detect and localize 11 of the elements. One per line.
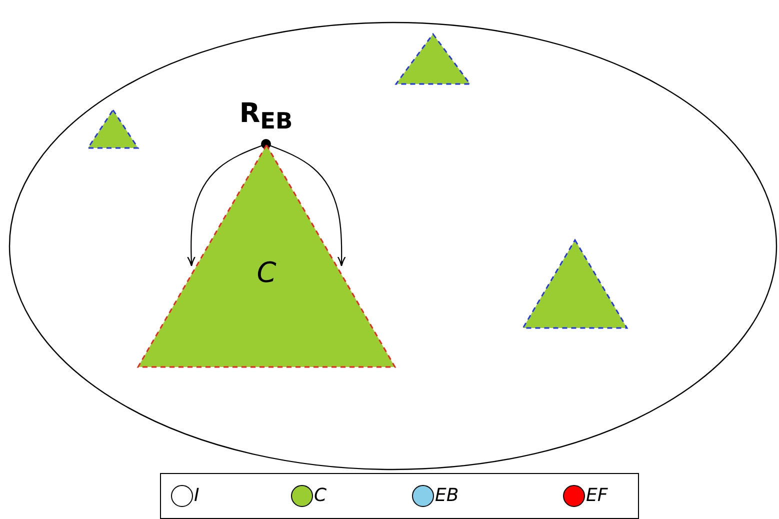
triangle-region: [138, 145, 395, 367]
point-label: R$_{EB}$: [238, 100, 294, 133]
triangle-region: [88, 110, 138, 148]
ellipse-region: [9, 22, 777, 470]
legend-label: C: [314, 487, 327, 505]
legend-label: I: [194, 487, 200, 505]
legend-label: EF: [586, 487, 608, 505]
region-label: C: [256, 259, 278, 287]
triangle-region: [396, 34, 470, 84]
legend-label: EB: [435, 487, 459, 505]
triangle-region: [523, 240, 627, 328]
